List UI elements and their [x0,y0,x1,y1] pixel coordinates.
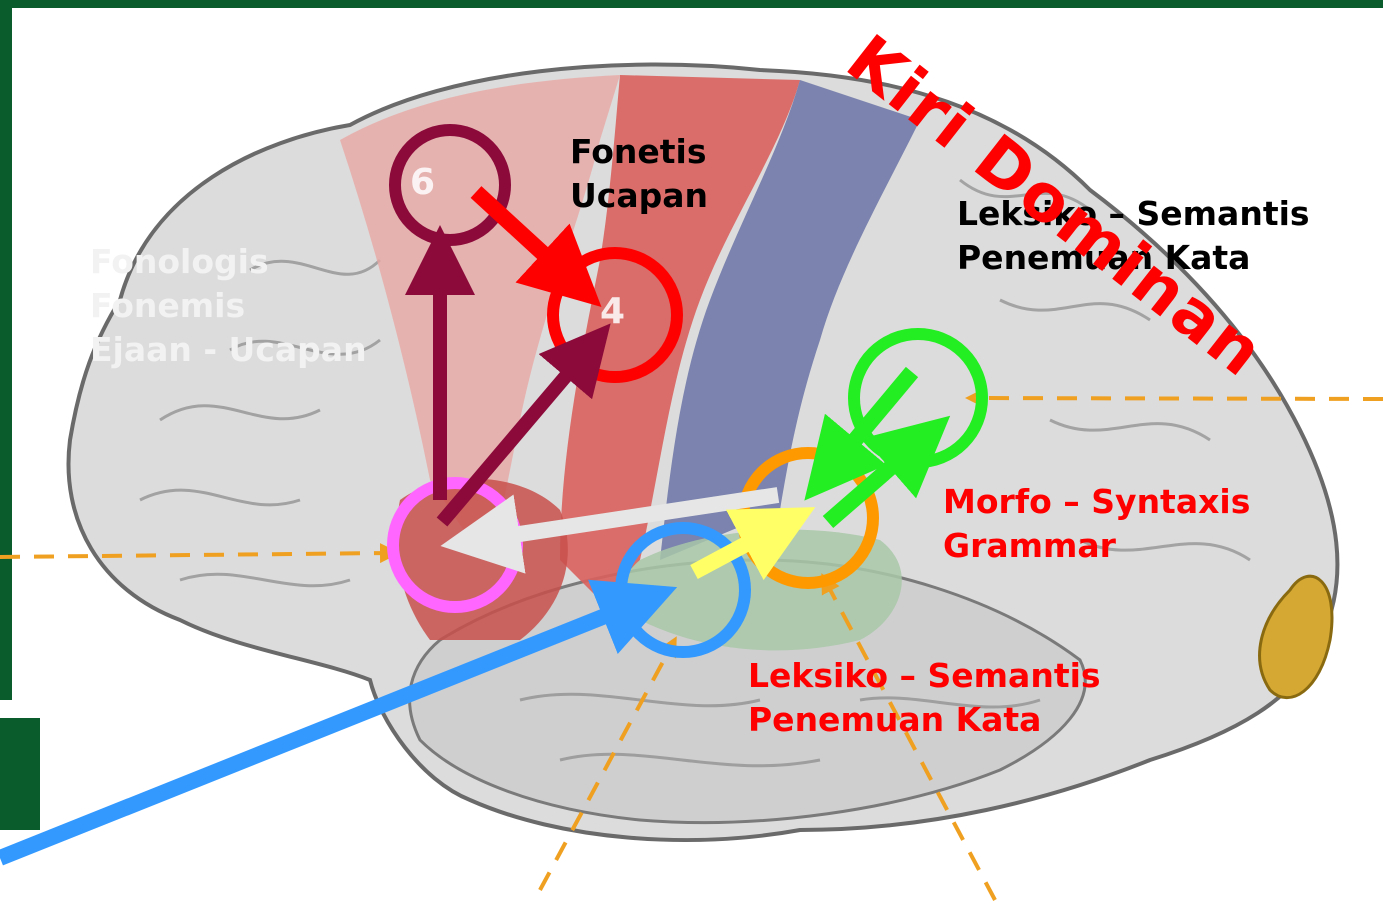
label-morfo-syntaxis: Morfo – Syntaxis Grammar [943,480,1250,568]
label-morfo-line2: Grammar [943,524,1250,568]
label-morfo-line1: Morfo – Syntaxis [943,480,1250,524]
green-frame-left [0,0,12,700]
label-fonologis-line3: Ejaan - Ucapan [90,328,367,372]
label-fonetis-ucapan: Fonetis Ucapan [570,130,708,218]
label-leksiko-bottom: Leksiko – Semantis Penemuan Kata [748,654,1101,742]
label-fonetis-line2: Ucapan [570,174,708,218]
label-fonologis: Fonologis Fonemis Ejaan - Ucapan [90,240,367,372]
label-leksiko-bottom-line1: Leksiko – Semantis [748,654,1101,698]
area-4-number: 4 [600,291,625,332]
broca-area [396,479,568,640]
label-fonetis-line1: Fonetis [570,130,708,174]
green-block-bottom-left [0,718,40,830]
green-frame-top [0,0,1383,8]
label-fonologis-line2: Fonemis [90,284,367,328]
label-fonologis-line1: Fonologis [90,240,367,284]
area-6-number: 6 [410,162,435,203]
label-leksiko-bottom-line2: Penemuan Kata [748,698,1101,742]
